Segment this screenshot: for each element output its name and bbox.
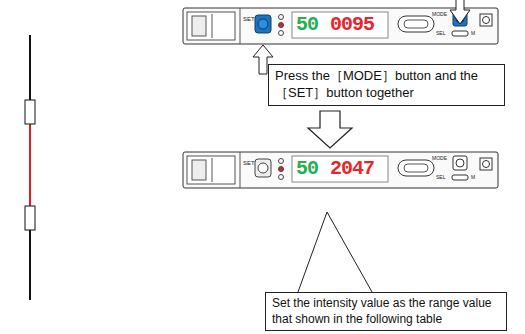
button-label: SET: [243, 16, 255, 22]
text-box: Set the intensity value as the range val…: [265, 292, 507, 331]
amplifier-device: [183, 8, 498, 44]
amplifier-device: [183, 152, 498, 188]
fiber-sleeve: [25, 206, 35, 230]
instruction-text: Press the［MODE］button and the［SET］button…: [275, 68, 498, 102]
switch-label: M: [471, 175, 475, 180]
display-digits: 50: [296, 15, 318, 35]
display-digits: 50: [296, 159, 318, 179]
display-digits: 0095: [330, 15, 374, 35]
button-label: MODE: [432, 156, 447, 161]
display-digits: 2047: [330, 159, 374, 179]
pointer-arrow: [450, 0, 470, 24]
text-box: Press the［MODE］button and the［SET］button…: [268, 64, 505, 106]
button-label: SET: [243, 160, 255, 166]
switch-label: M: [471, 31, 475, 36]
leader-line: [298, 212, 372, 292]
switch-label: SEL: [436, 175, 445, 180]
instruction-text: Set the intensity value as the range val…: [272, 296, 500, 327]
step-arrow: [308, 111, 352, 148]
fiber-core: [29, 124, 31, 206]
button-label: MODE: [432, 12, 447, 17]
switch-label: SEL: [436, 31, 445, 36]
fiber-cable: [29, 35, 31, 300]
fiber-sleeve: [25, 100, 35, 124]
